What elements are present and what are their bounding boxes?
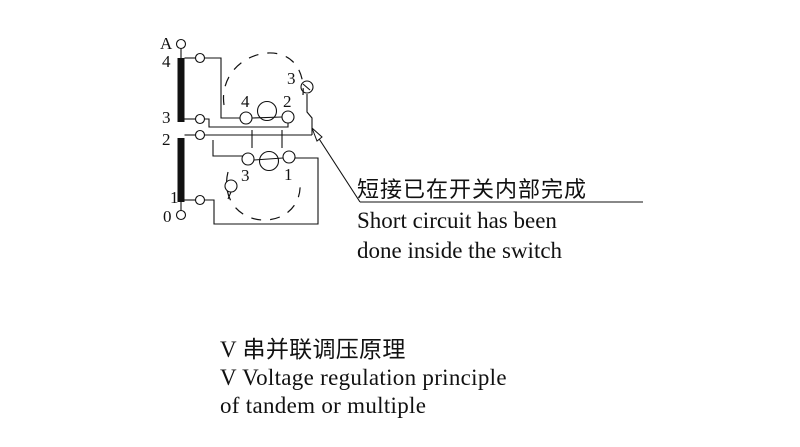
wire-tap-1 [204,157,319,225]
switch-label-lower-left: 3 [241,166,250,185]
winding-upper [177,58,185,122]
diagram-caption: V 串并联调压原理 V Voltage regulation principle… [220,336,507,420]
wire-tap-4 [204,57,240,119]
label-a: A [160,34,173,53]
annotation-en-line2: done inside the switch [357,238,563,263]
caption-zh: V 串并联调压原理 [220,337,406,362]
caption-en-line1: V Voltage regulation principle [220,365,507,390]
tap-1 [194,194,206,206]
tap-4 [194,52,206,64]
label-0: 0 [163,207,172,226]
switch-lower-contact-1 [282,150,296,164]
annotation-en-line1: Short circuit has been [357,208,557,233]
switch-label-upper-right: 2 [283,92,292,111]
switch-upper-contact-2 [281,110,295,124]
label-4: 4 [162,52,171,71]
label-1: 1 [170,188,179,207]
switch-label-lower-right: 1 [284,165,293,184]
winding-lower [177,138,185,202]
switch-lower-contact-3 [241,152,255,166]
annotation-zh: 短接已在开关内部完成 [357,177,587,202]
wire-top-right [306,94,313,135]
annotation-arrow [313,130,361,203]
switch-upper-contact-4 [239,111,253,125]
selector-dashed-outline [222,52,304,221]
label-2: 2 [162,130,171,149]
wire-tap-3 [204,118,289,128]
tap-2 [194,129,206,141]
terminal-a [175,38,187,50]
switch-label-upper-left: 4 [241,92,250,111]
switch-label-top-right: 3 [287,69,296,88]
label-3: 3 [162,108,171,127]
switch-upper-rotor [256,100,278,122]
tap-3 [194,113,206,125]
switch-lower-rotor [258,150,280,172]
annotation-arrowhead [311,127,323,142]
terminal-0 [175,209,187,221]
wire-lower-left [212,140,243,157]
caption-en-line2: of tandem or multiple [220,393,427,418]
